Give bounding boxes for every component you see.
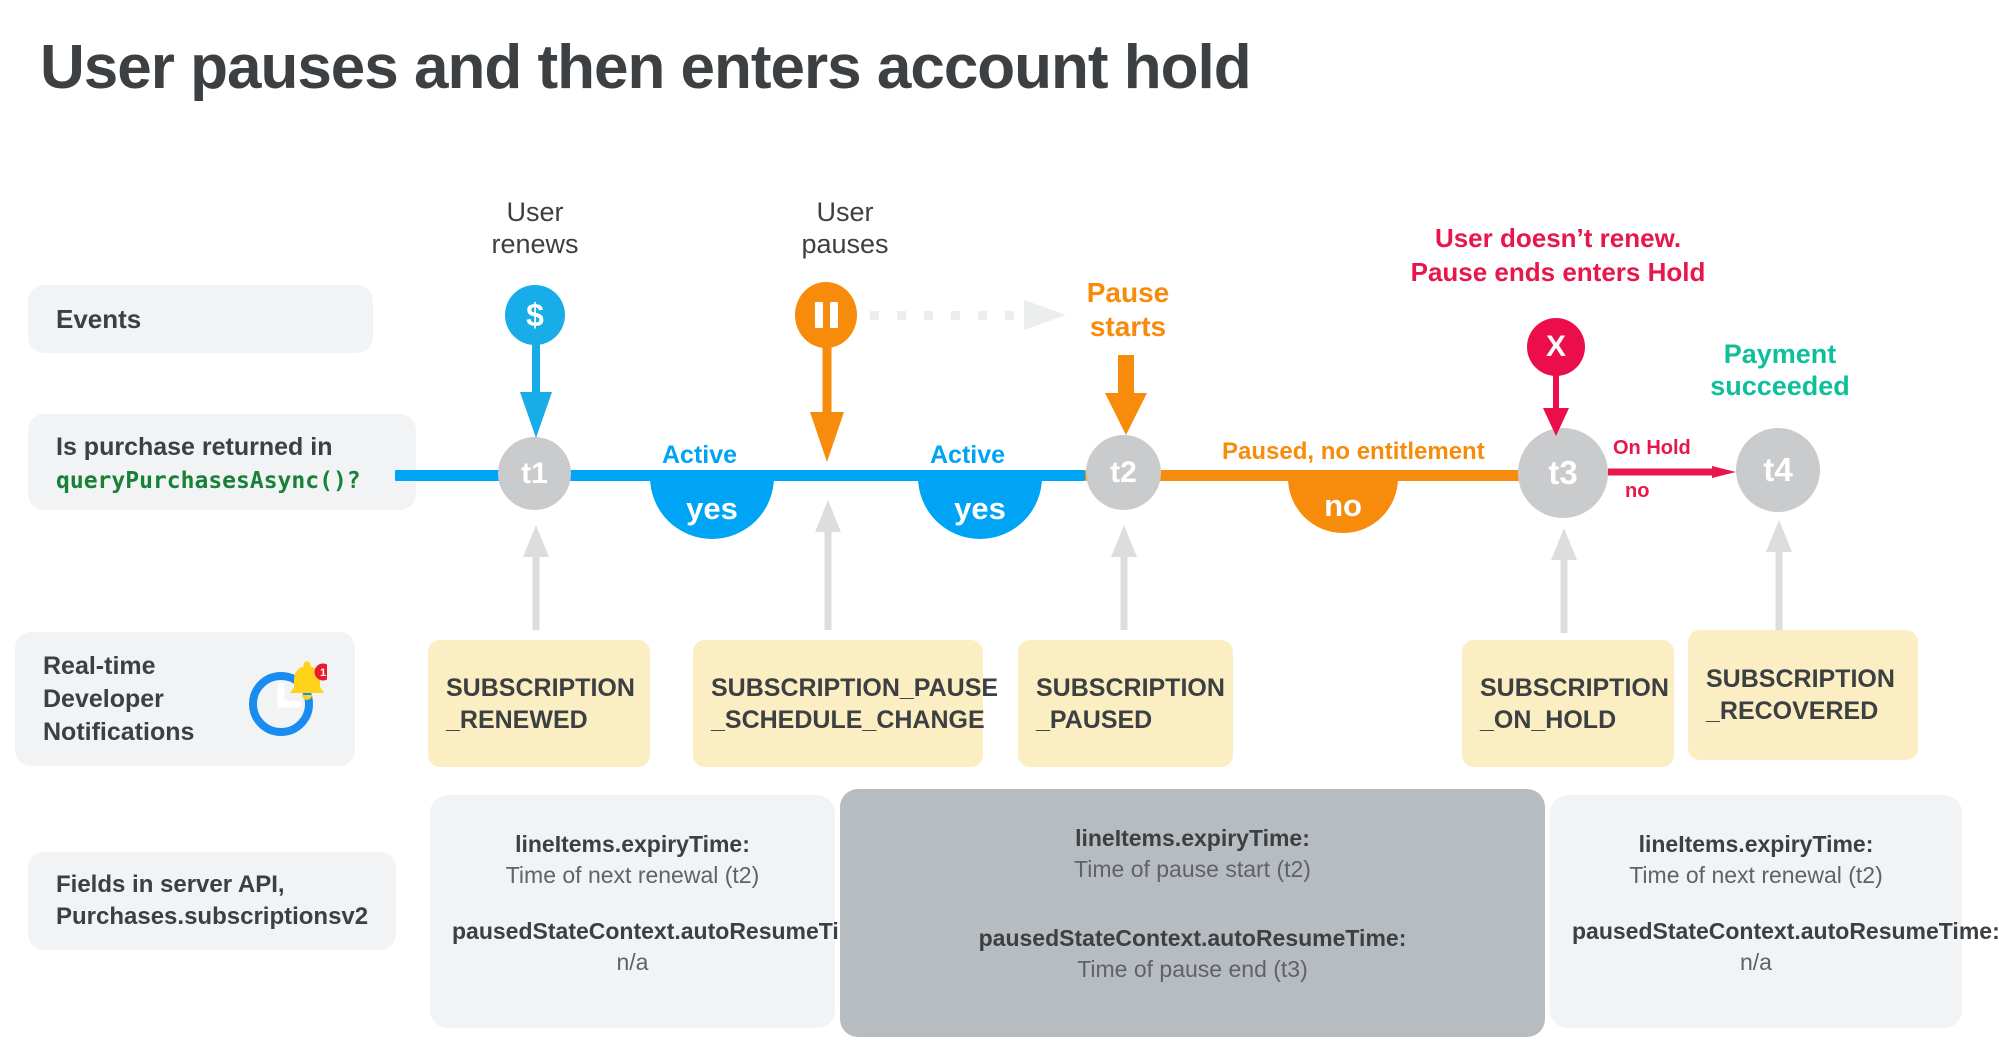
timeline-node-t1[interactable]: t1 bbox=[498, 437, 571, 510]
down-arrow-orange-t2-icon bbox=[1105, 355, 1147, 435]
field-value-resume-3: n/a bbox=[1740, 948, 1772, 975]
field-card-3: lineItems.expiryTime: Time of next renew… bbox=[1550, 795, 1999, 1028]
field-group-resume-2: pausedStateContext.autoResumeTime: Time … bbox=[862, 917, 1523, 991]
up-arrow-notif-4-icon bbox=[1551, 528, 1577, 633]
segment-label-active-2: Active bbox=[930, 441, 1006, 469]
field-key-resume-2: pausedStateContext.autoResumeTime: bbox=[978, 924, 1407, 951]
field-group-expiry-1: lineItems.expiryTime: Time of next renew… bbox=[452, 823, 813, 897]
field-group-resume-1: pausedStateContext.autoResumeTime: n/a bbox=[452, 910, 880, 984]
row-label-events-text: Events bbox=[56, 303, 142, 334]
field-group-expiry-3: lineItems.expiryTime: Time of next renew… bbox=[1572, 823, 1940, 897]
row-label-rtdn-text: Real-time Developer Notifications bbox=[43, 651, 195, 746]
pause-bars bbox=[814, 302, 838, 328]
down-arrow-red-t3-icon bbox=[1543, 372, 1569, 436]
field-group-expiry-2: lineItems.expiryTime: Time of pause star… bbox=[862, 817, 1523, 891]
segment-answer-yes-2: yes bbox=[918, 477, 1042, 539]
field-key-expiry-1: lineItems.expiryTime: bbox=[515, 831, 750, 857]
field-value-resume-2: Time of pause end (t3) bbox=[1077, 955, 1308, 982]
segment-label-on-hold: On Hold bbox=[1613, 437, 1691, 459]
row-label-fields-text: Fields in server API, Purchases.subscrip… bbox=[56, 871, 369, 930]
notification-card-subscription-recovered[interactable]: SUBSCRIPTION _RECOVERED bbox=[1688, 630, 1918, 760]
up-arrow-notif-2-icon bbox=[815, 500, 841, 630]
svg-text:1: 1 bbox=[320, 667, 326, 679]
field-card-1: lineItems.expiryTime: Time of next renew… bbox=[430, 795, 880, 1028]
up-arrow-notif-1-icon bbox=[523, 525, 549, 630]
segment-answer-yes-1: yes bbox=[650, 477, 774, 539]
dollar-icon: $ bbox=[505, 285, 565, 345]
timeline-segment-active bbox=[395, 470, 1085, 481]
clock-bell-icon: 1 bbox=[241, 656, 332, 742]
timeline-node-t4[interactable]: t4 bbox=[1736, 428, 1820, 512]
notification-card-subscription-renewed[interactable]: SUBSCRIPTION _RENEWED bbox=[428, 640, 650, 767]
dotted-connector-arrow-icon bbox=[870, 300, 1066, 330]
up-arrow-notif-3-icon bbox=[1111, 525, 1137, 630]
query-code: queryPurchasesAsync()? bbox=[56, 468, 361, 494]
row-label-events: Events bbox=[28, 285, 373, 353]
field-card-2: lineItems.expiryTime: Time of pause star… bbox=[840, 789, 1545, 1037]
down-arrow-blue-t1-icon bbox=[520, 340, 552, 438]
down-arrow-orange-pause-icon bbox=[810, 344, 844, 462]
timeline-node-t3[interactable]: t3 bbox=[1518, 428, 1608, 518]
event-caption-pause-starts: Pause starts bbox=[1086, 277, 1170, 342]
row-label-query-text: Is purchase returned in queryPurchasesAs… bbox=[56, 431, 361, 497]
field-value-expiry-3: Time of next renewal (t2) bbox=[1629, 862, 1883, 889]
row-label-query-purchases: Is purchase returned in queryPurchasesAs… bbox=[28, 414, 416, 510]
event-caption-user-pauses: User pauses bbox=[801, 197, 889, 259]
field-value-resume-1: n/a bbox=[616, 948, 649, 975]
segment-answer-no-1: no bbox=[1288, 477, 1398, 533]
field-group-resume-3: pausedStateContext.autoResumeTime: n/a bbox=[1572, 910, 1999, 984]
segment-label-paused: Paused, no entitlement bbox=[1222, 438, 1485, 465]
field-key-expiry-3: lineItems.expiryTime: bbox=[1638, 831, 1874, 857]
row-label-rtdn: Real-time Developer Notifications 1 bbox=[15, 632, 355, 766]
segment-label-active-1: Active bbox=[662, 441, 738, 469]
timeline-segment-paused bbox=[1085, 470, 1560, 481]
pause-icon bbox=[795, 282, 857, 348]
notification-card-subscription-pause-schedule-change[interactable]: SUBSCRIPTION_PAUSE _SCHEDULE_CHANGE bbox=[693, 640, 998, 767]
on-hold-arrow-icon bbox=[1608, 466, 1736, 478]
page-title: User pauses and then enters account hold bbox=[40, 33, 1252, 102]
x-icon: X bbox=[1527, 318, 1585, 376]
timeline-node-t2[interactable]: t2 bbox=[1086, 435, 1161, 510]
segment-answer-no-2: no bbox=[1625, 480, 1650, 502]
field-value-expiry-2: Time of pause start (t2) bbox=[1074, 856, 1311, 883]
field-key-expiry-2: lineItems.expiryTime: bbox=[1075, 825, 1310, 851]
field-key-resume-3: pausedStateContext.autoResumeTime: bbox=[1572, 917, 1999, 944]
event-caption-user-renews: User renews bbox=[491, 197, 579, 259]
row-label-server-fields: Fields in server API, Purchases.subscrip… bbox=[28, 852, 396, 950]
notification-card-subscription-on-hold[interactable]: SUBSCRIPTION _ON_HOLD bbox=[1462, 640, 1674, 767]
field-value-expiry-1: Time of next renewal (t2) bbox=[505, 862, 760, 889]
field-key-resume-1: pausedStateContext.autoResumeTime: bbox=[452, 917, 880, 944]
event-caption-payment-succeeded: Payment succeeded bbox=[1710, 339, 1850, 402]
query-line1: Is purchase returned in bbox=[56, 433, 333, 461]
up-arrow-notif-5-icon bbox=[1766, 520, 1792, 630]
notification-card-subscription-paused[interactable]: SUBSCRIPTION _PAUSED bbox=[1018, 640, 1233, 767]
event-caption-user-doesnt-renew: User doesn’t renew. Pause ends enters Ho… bbox=[1410, 223, 1706, 287]
